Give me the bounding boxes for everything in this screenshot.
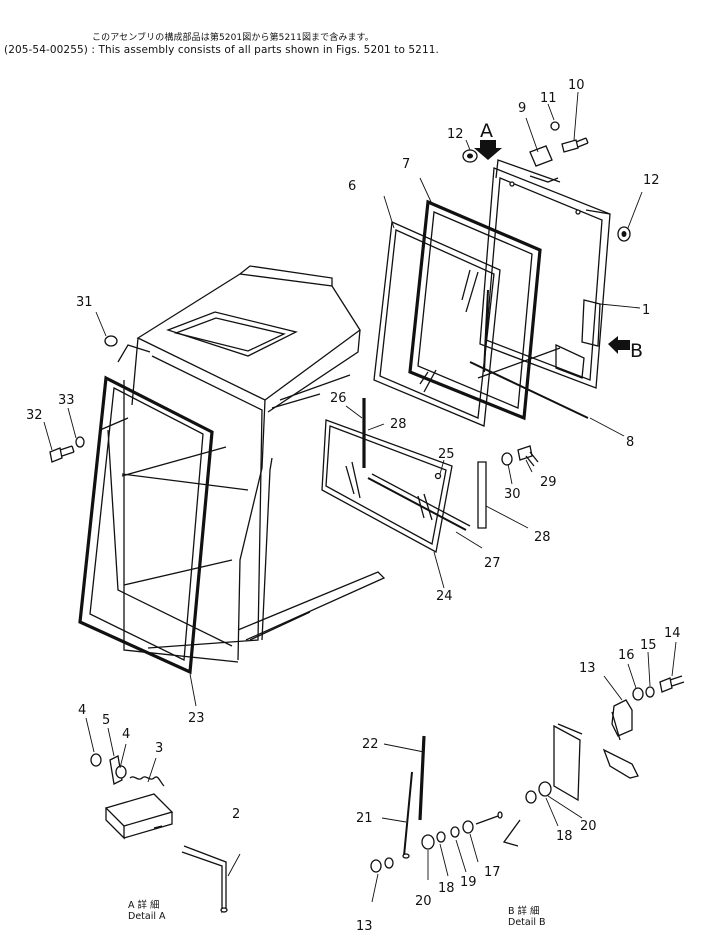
plate-9 xyxy=(529,145,553,167)
callout-29: 29 xyxy=(540,475,557,490)
leader-lines xyxy=(43,91,677,903)
callout-14: 14 xyxy=(664,626,681,641)
pin-5 xyxy=(109,755,123,785)
callout-15: 15 xyxy=(640,638,657,653)
callout-2: 2 xyxy=(232,807,240,822)
callout-24: 24 xyxy=(436,589,453,604)
detail-b-caption: Detail B xyxy=(508,917,546,928)
washer-15 xyxy=(645,686,655,698)
washer-4a xyxy=(90,753,102,767)
cylinder-lock-13 xyxy=(602,748,639,779)
callout-27: 27 xyxy=(484,556,501,571)
header-japanese-note: このアセンブリの構成部品は第5201図から第5211図まで含みます。 xyxy=(92,33,374,43)
callout-30: 30 xyxy=(504,487,521,502)
lever-2 xyxy=(181,845,227,914)
washer-16 xyxy=(632,687,644,701)
callout-4b: 4 xyxy=(122,727,130,742)
bolt-14 xyxy=(659,675,685,693)
lock-13b xyxy=(370,859,382,873)
callout-25: 25 xyxy=(438,447,455,462)
callout-18b: 18 xyxy=(556,829,573,844)
nut-20b xyxy=(538,781,552,797)
callout-33: 33 xyxy=(58,393,75,408)
washer-18a xyxy=(436,831,446,843)
callout-19: 19 xyxy=(460,875,477,890)
callout-22: 22 xyxy=(362,737,379,752)
washer-33 xyxy=(75,436,85,448)
view-label-a: A xyxy=(480,120,493,142)
detail-a-caption: Detail A xyxy=(128,911,166,922)
washer-30 xyxy=(501,452,513,466)
washer-11 xyxy=(550,121,560,131)
callout-9: 9 xyxy=(518,101,526,116)
rod-21 xyxy=(403,771,413,857)
detail-a-drawing xyxy=(90,753,228,914)
callout-6: 6 xyxy=(348,179,356,194)
callout-3: 3 xyxy=(155,741,163,756)
bushing-12b xyxy=(617,226,631,242)
callout-10: 10 xyxy=(568,78,585,93)
rod-22 xyxy=(418,735,426,821)
callout-13a: 13 xyxy=(579,661,596,676)
sliding-glass-24 xyxy=(321,419,453,553)
rail-28b xyxy=(477,461,487,529)
callout-1: 1 xyxy=(642,303,650,318)
callout-21: 21 xyxy=(356,811,373,826)
callout-11: 11 xyxy=(540,91,557,106)
view-arrow-a: A xyxy=(474,120,502,160)
detail-captions: A 詳 細 Detail A B 詳 細 Detail B xyxy=(128,899,546,928)
rod-8 xyxy=(469,347,589,419)
stopper-leader xyxy=(99,417,129,431)
washer-17 xyxy=(462,820,474,834)
callout-20b: 20 xyxy=(580,819,597,834)
bracket xyxy=(553,724,581,802)
window-frame-1 xyxy=(479,159,611,389)
view-label-b: B xyxy=(630,340,643,362)
callout-12b: 12 xyxy=(643,173,660,188)
rail-27 xyxy=(367,477,467,531)
callout-18a: 18 xyxy=(438,881,455,896)
door-glass-seal-23 xyxy=(78,375,214,675)
callout-7: 7 xyxy=(402,157,410,172)
cap-31 xyxy=(104,335,118,347)
callout-28b: 28 xyxy=(534,530,551,545)
callout-16: 16 xyxy=(618,648,635,663)
header-english-note: (205-54-00255) : This assembly consists … xyxy=(4,44,439,56)
washer-19 xyxy=(450,826,460,838)
callout-8: 8 xyxy=(626,435,634,450)
view-arrow-b: B xyxy=(608,336,643,362)
callout-31: 31 xyxy=(76,295,93,310)
pin xyxy=(475,815,499,825)
bolt-10 xyxy=(561,137,589,153)
callout-17: 17 xyxy=(484,865,501,880)
callout-28a: 28 xyxy=(390,417,407,432)
washer-18b xyxy=(525,790,537,804)
callout-26: 26 xyxy=(330,391,347,406)
detail-b-jp-caption: B 詳 細 xyxy=(508,905,540,917)
callout-5: 5 xyxy=(102,713,110,728)
nut-20a xyxy=(421,834,435,850)
callout-12a: 12 xyxy=(447,127,464,142)
glass-6 xyxy=(373,221,501,427)
detail-b-drawing xyxy=(370,675,685,873)
callout-4a: 4 xyxy=(78,703,86,718)
callout-numbers: 1 2 3 4 4 5 6 7 8 9 10 11 12 12 13 13 14… xyxy=(26,78,681,933)
stopper-25 xyxy=(434,472,442,480)
glass-seal-7 xyxy=(408,199,542,421)
bushing-12a xyxy=(462,149,478,163)
cab-body xyxy=(107,265,386,663)
spring-3 xyxy=(129,776,165,787)
callout-32: 32 xyxy=(26,408,43,423)
callout-13b: 13 xyxy=(356,919,373,933)
callout-23: 23 xyxy=(188,711,205,726)
detail-a-jp-caption: A 詳 細 xyxy=(128,899,160,911)
bolt-29 xyxy=(517,445,539,467)
bolt-32 xyxy=(49,445,75,463)
rail-27-edge xyxy=(371,473,471,527)
callout-20a: 20 xyxy=(415,894,432,909)
washer-4b xyxy=(115,765,127,779)
